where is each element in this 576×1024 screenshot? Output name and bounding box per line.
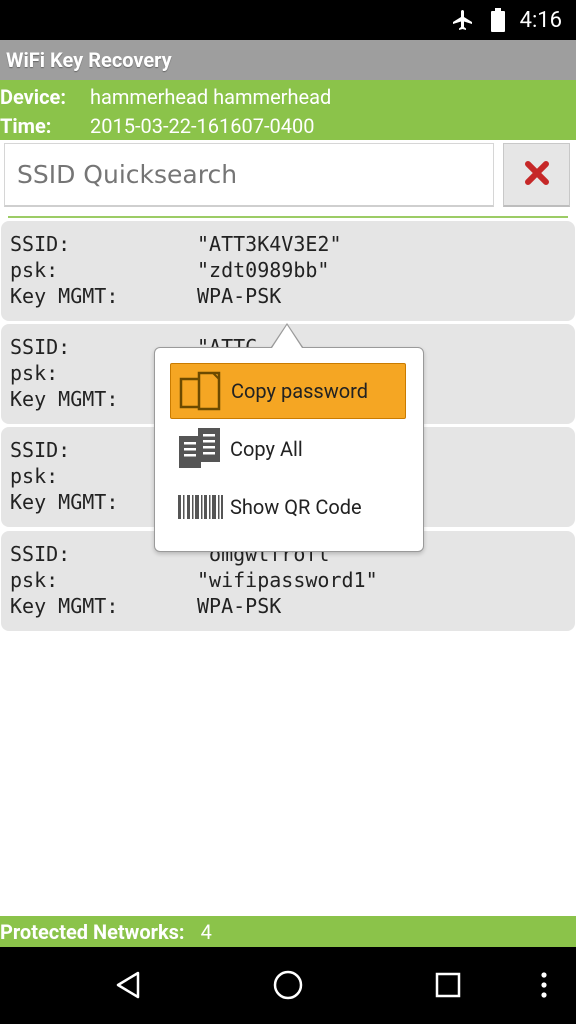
popup-pointer-fill xyxy=(272,325,302,348)
time-label: Time: xyxy=(0,114,52,138)
protected-networks-count: 4 xyxy=(200,919,212,944)
ssid-label: SSID: xyxy=(10,232,71,256)
show-qr-label: Show QR Code xyxy=(230,495,362,519)
copy-all-label: Copy All xyxy=(230,437,303,461)
key-mgmt-label: Key MGMT: xyxy=(10,594,119,618)
psk-label: psk: xyxy=(10,464,59,488)
time-row: Time: 2015-03-22-161607-0400 xyxy=(0,111,314,141)
ssid-label: SSID: xyxy=(10,542,71,566)
context-popup-menu: Copy password Copy All xyxy=(154,347,424,552)
copy-password-menu-item[interactable]: Copy password xyxy=(170,363,406,419)
search-divider xyxy=(8,216,568,218)
app-title-bar: WiFi Key Recovery xyxy=(0,40,576,80)
ssid-value: "ATT3K4V3E2" xyxy=(197,232,342,256)
network-card[interactable]: SSID:"omgwtfrofl" psk:"wifipassword1" Ke… xyxy=(1,531,575,631)
device-value: hammerhead hammerhead xyxy=(90,85,332,109)
key-mgmt-label: Key MGMT: xyxy=(10,284,119,308)
overflow-menu-button[interactable] xyxy=(524,967,564,1007)
ssid-label: SSID: xyxy=(10,335,71,359)
airplane-mode-icon xyxy=(450,8,476,32)
key-mgmt-label: Key MGMT: xyxy=(10,490,119,514)
back-icon xyxy=(113,970,143,1004)
status-time: 4:16 xyxy=(519,7,562,33)
search-bar xyxy=(0,140,576,220)
show-qr-menu-item[interactable]: Show QR Code xyxy=(170,479,406,535)
device-label: Device: xyxy=(0,85,66,109)
recent-apps-icon xyxy=(434,971,462,1003)
back-button[interactable] xyxy=(108,967,148,1007)
device-row: Device: hammerhead hammerhead xyxy=(0,82,331,112)
psk-label: psk: xyxy=(10,361,59,385)
close-icon xyxy=(524,160,550,190)
home-icon xyxy=(272,969,304,1005)
time-value: 2015-03-22-161607-0400 xyxy=(90,114,315,138)
protected-networks-bar: Protected Networks: 4 xyxy=(0,916,576,947)
copy-all-menu-item[interactable]: Copy All xyxy=(170,421,406,477)
psk-label: psk: xyxy=(10,258,59,282)
protected-networks-label: Protected Networks: xyxy=(0,919,185,944)
app-title: WiFi Key Recovery xyxy=(6,48,172,72)
psk-label: psk: xyxy=(10,568,59,592)
more-vert-icon xyxy=(540,971,548,1003)
recent-apps-button[interactable] xyxy=(428,967,468,1007)
ssid-search-input[interactable] xyxy=(4,143,494,207)
key-mgmt-value: WPA-PSK xyxy=(197,594,282,618)
status-bar: 4:16 xyxy=(0,0,576,40)
copy-icon xyxy=(171,369,231,413)
ssid-label: SSID: xyxy=(10,438,71,462)
network-card[interactable]: SSID: "ATT3K4V3E2" psk: "zdt0989bb" Key MG… xyxy=(1,221,575,321)
key-mgmt-value: WPA-PSK xyxy=(197,284,282,308)
barcode-icon xyxy=(170,492,230,522)
psk-value: "wifipassword1" xyxy=(197,568,378,592)
documents-icon xyxy=(170,426,230,472)
device-info-bar: Device: hammerhead hammerhead Time: 2015… xyxy=(0,80,576,140)
home-button[interactable] xyxy=(268,967,308,1007)
system-navigation-bar xyxy=(0,947,576,1024)
battery-icon xyxy=(490,8,506,32)
clear-search-button[interactable] xyxy=(503,143,570,207)
psk-value: "zdt0989bb" xyxy=(197,258,330,282)
copy-password-label: Copy password xyxy=(231,379,369,403)
key-mgmt-label: Key MGMT: xyxy=(10,387,119,411)
